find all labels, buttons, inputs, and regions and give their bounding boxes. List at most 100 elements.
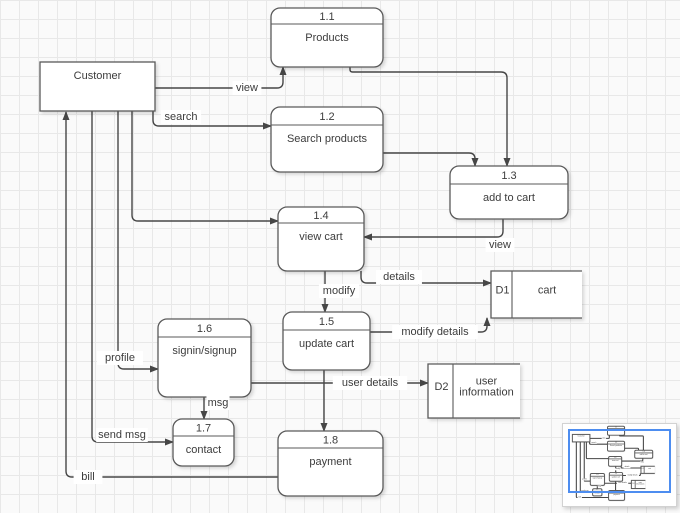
svg-text:details: details <box>625 465 630 468</box>
svg-text:contact: contact <box>186 444 221 456</box>
edge-customer-to-products[interactable] <box>155 66 287 89</box>
svg-text:1.2: 1.2 <box>319 111 334 123</box>
edge-addtocart-to-viewcart[interactable] <box>621 458 644 462</box>
edge-customer-to-signin[interactable] <box>117 111 159 373</box>
svg-text:Search products: Search products <box>610 444 622 447</box>
svg-text:search: search <box>164 111 197 123</box>
edge-label-viewcart-to-updatecart: modify <box>318 284 360 298</box>
edge-customer-to-search[interactable] <box>589 441 608 445</box>
node-customer[interactable]: Customer <box>571 433 591 443</box>
svg-text:1.3: 1.3 <box>643 451 645 453</box>
svg-text:1.1: 1.1 <box>319 11 334 23</box>
edge-label-payment-to-customer: bill <box>577 496 582 499</box>
edge-label-customer-to-search: search <box>160 110 202 124</box>
svg-text:user details: user details <box>342 377 399 389</box>
svg-text:cart: cart <box>538 285 556 297</box>
svg-text:user: user <box>639 482 643 484</box>
edge-customer-to-products[interactable] <box>589 435 610 439</box>
svg-text:payment: payment <box>613 493 620 496</box>
svg-text:1.6: 1.6 <box>197 323 212 335</box>
node-customer[interactable]: Customer <box>39 61 156 112</box>
svg-text:bill: bill <box>579 497 582 499</box>
edge-label-signin-to-contact: msg <box>597 485 602 488</box>
svg-text:signin/signup: signin/signup <box>172 345 236 357</box>
svg-text:1.2: 1.2 <box>615 442 617 444</box>
edge-label-customer-to-products: view <box>232 81 262 95</box>
edge-search-to-addtocart[interactable] <box>383 152 479 167</box>
svg-text:details: details <box>383 271 415 283</box>
svg-text:search: search <box>591 442 596 444</box>
svg-text:modify: modify <box>615 468 620 470</box>
svg-text:1.6: 1.6 <box>596 474 598 476</box>
svg-text:profile: profile <box>582 478 587 480</box>
svg-text:view cart: view cart <box>299 231 342 243</box>
edge-products-to-addtocart[interactable] <box>618 435 644 451</box>
svg-text:cart: cart <box>648 467 651 470</box>
svg-text:1.1: 1.1 <box>615 427 617 429</box>
edge-label-customer-to-contact: send msg <box>96 428 148 442</box>
edge-payment-to-customer[interactable] <box>575 441 609 499</box>
svg-text:profile: profile <box>105 352 135 364</box>
svg-text:user details: user details <box>618 481 627 484</box>
svg-text:bill: bill <box>81 471 94 483</box>
outline-viewport[interactable] <box>568 429 671 493</box>
edge-viewcart-to-d1[interactable] <box>360 271 492 287</box>
edge-label-signin-to-d2: user details <box>616 481 629 485</box>
svg-text:view: view <box>602 437 606 439</box>
edge-customer-to-viewcart[interactable] <box>585 441 609 460</box>
edge-customer-to-viewcart[interactable] <box>131 111 279 225</box>
svg-text:1.5: 1.5 <box>319 316 334 328</box>
svg-text:update cart: update cart <box>612 475 621 478</box>
edge-label-updatecart-to-d1: modify details <box>392 325 478 339</box>
svg-text:msg: msg <box>598 485 601 487</box>
svg-text:Search products: Search products <box>287 133 368 145</box>
svg-text:view: view <box>641 461 645 463</box>
edge-addtocart-to-viewcart[interactable] <box>363 219 504 241</box>
edge-payment-to-customer[interactable] <box>62 111 278 478</box>
edge-customer-to-search[interactable] <box>152 111 272 130</box>
edge-viewcart-to-d1[interactable] <box>620 466 642 469</box>
node-view-cart[interactable]: 1.4 view cart <box>277 206 365 272</box>
svg-text:signin/signup: signin/signup <box>593 477 603 479</box>
svg-text:information: information <box>459 387 513 399</box>
node-signin-signup[interactable]: 1.6 signin/signup <box>157 318 252 398</box>
edge-search-to-addtocart[interactable] <box>624 447 640 451</box>
svg-text:Products: Products <box>305 32 349 44</box>
edge-label-signin-to-contact: msg <box>206 396 230 410</box>
svg-text:D2: D2 <box>434 381 448 393</box>
node-update-cart[interactable]: 1.5 update cart <box>282 311 371 371</box>
svg-text:add to cart: add to cart <box>640 453 648 456</box>
edge-updatecart-to-d1[interactable] <box>370 317 491 333</box>
edge-label-customer-to-signin: profile <box>97 351 143 365</box>
svg-text:D2: D2 <box>632 483 634 485</box>
edge-label-customer-to-signin: profile <box>581 478 589 481</box>
svg-text:1.8: 1.8 <box>323 435 338 447</box>
svg-text:1.3: 1.3 <box>501 170 516 182</box>
svg-text:1.4: 1.4 <box>313 210 328 222</box>
svg-text:1.5: 1.5 <box>615 473 617 475</box>
edge-label-viewcart-to-updatecart: modify <box>614 468 621 471</box>
edge-products-to-addtocart[interactable] <box>349 67 511 167</box>
edge-label-viewcart-to-d1: details <box>376 270 422 284</box>
svg-text:view: view <box>489 239 511 251</box>
edge-updatecart-to-d1[interactable] <box>622 473 641 477</box>
svg-text:view: view <box>236 82 258 94</box>
svg-text:update cart: update cart <box>299 338 354 350</box>
